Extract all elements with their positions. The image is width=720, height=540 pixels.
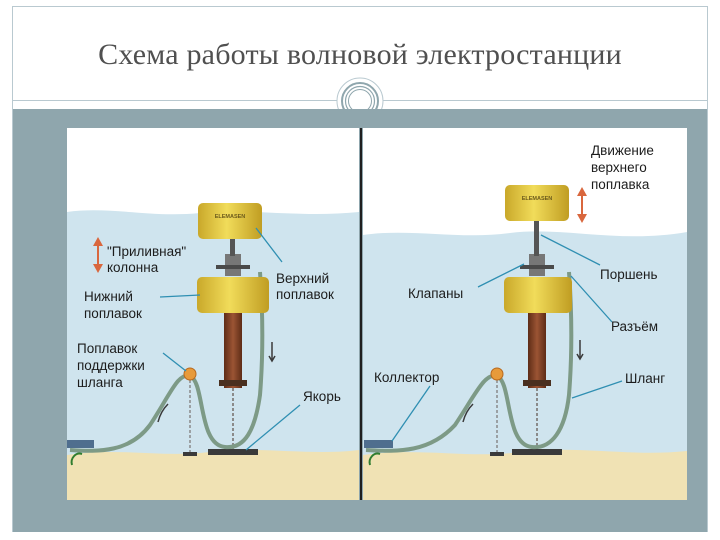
- right-tidal-column-rod: [528, 310, 546, 388]
- right-flow-arrow-icon: [368, 452, 381, 466]
- label-motion-line2: верхнего: [591, 160, 647, 175]
- left-hose-flow-arrow-icon: [157, 403, 169, 423]
- right-upper-float: [505, 185, 569, 221]
- label-valves: Клапаны: [408, 286, 463, 301]
- label-hose-float-line2: поддержки: [77, 358, 145, 373]
- right-leader-collector: [391, 385, 431, 442]
- right-rod-base: [523, 380, 551, 386]
- left-hose: [69, 271, 265, 453]
- left-float-brand: ELEMASEN: [215, 214, 246, 220]
- left-collector: [67, 440, 94, 448]
- right-valve-bar: [520, 265, 554, 269]
- label-hose: Шланг: [625, 371, 665, 386]
- right-leader-piston: [540, 234, 601, 266]
- label-hose-float-line3: шланга: [77, 375, 123, 390]
- right-anchor-block: [512, 449, 562, 455]
- left-flow-arrow-icon: [70, 452, 83, 466]
- left-upper-float: [198, 203, 262, 239]
- left-valve-bar: [216, 265, 250, 269]
- label-motion-line1: Движение: [591, 143, 654, 158]
- slide-title: Схема работы волновой электростанции: [98, 38, 622, 71]
- left-anchor-block: [208, 449, 258, 455]
- label-upper-float-line2: поплавок: [276, 287, 334, 302]
- left-hose-float-weight: [183, 452, 197, 456]
- right-leader-hose: [571, 380, 623, 399]
- right-hose-float-weight: [490, 452, 504, 456]
- label-lower-float-line1: Нижний: [84, 289, 133, 304]
- left-leader-upper-float: [255, 227, 283, 263]
- right-leader-connector: [570, 275, 613, 323]
- right-hose: [365, 271, 574, 453]
- right-piston-rod: [534, 215, 539, 256]
- label-anchor: Якорь: [303, 389, 341, 404]
- left-leader-anchor: [245, 404, 301, 451]
- right-vertical-motion-arrow-icon: [577, 187, 587, 223]
- right-float-brand: ELEMASEN: [522, 196, 553, 202]
- right-collector: [364, 440, 393, 448]
- right-lower-float: [504, 277, 572, 313]
- left-water: [67, 210, 359, 500]
- slide-bottom-bar: [13, 508, 707, 532]
- left-tidal-column-rod: [224, 310, 242, 388]
- left-lower-float: [197, 277, 269, 313]
- label-motion-line3: поплавка: [591, 177, 650, 192]
- label-connector: Разъём: [611, 319, 658, 334]
- label-lower-float-line2: поплавок: [84, 306, 142, 321]
- label-tidal-column-line2: колонна: [107, 260, 159, 275]
- right-hose-flow-arrow-icon: [462, 403, 474, 423]
- right-leader-valves: [477, 263, 525, 288]
- right-hose-support-float: [490, 367, 504, 381]
- left-panel: ELEMASEN "Приливная" колонна Верхний поп…: [67, 128, 359, 500]
- label-piston: Поршень: [600, 267, 658, 282]
- label-upper-float-line1: Верхний: [276, 271, 329, 286]
- label-hose-float-line1: Поплавок: [77, 341, 137, 356]
- left-leader-hose-float: [162, 352, 187, 372]
- left-piston-rod: [230, 230, 235, 256]
- label-collector: Коллектор: [374, 370, 439, 385]
- left-seabed: [67, 450, 359, 500]
- left-hose-support-float: [183, 367, 197, 381]
- left-leader-lower-float: [159, 294, 201, 298]
- right-seabed: [363, 449, 687, 500]
- left-rod-base: [219, 380, 247, 386]
- left-vertical-motion-arrow-icon: [93, 237, 103, 273]
- label-tidal-column-line1: "Приливная": [107, 244, 186, 259]
- right-panel: ELEMASEN Движение верхнего поплавка Порш…: [363, 128, 687, 500]
